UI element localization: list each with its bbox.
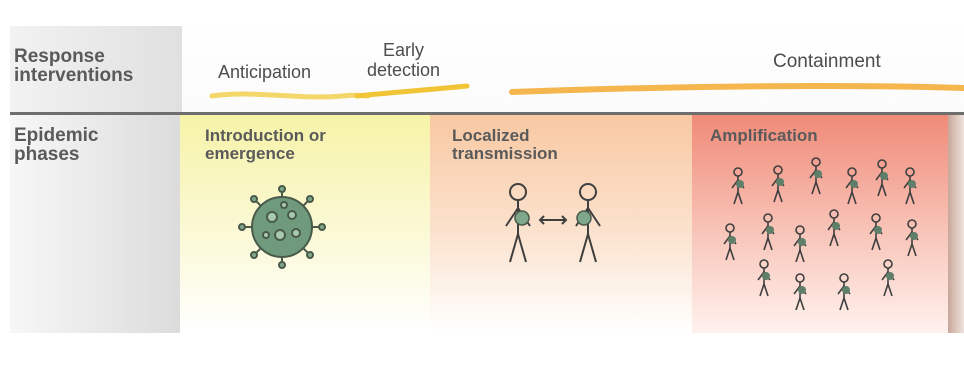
containment-label: Containment <box>773 51 881 72</box>
crowd-icon <box>723 157 919 311</box>
phase-localized-title: Localized transmission <box>452 126 558 163</box>
row-divider <box>10 112 964 115</box>
phase-localized-panel <box>430 115 692 333</box>
early-detection-label: Early detection <box>367 40 441 80</box>
phase-next-edge <box>948 115 964 333</box>
containment-stroke <box>509 82 964 95</box>
phases-label-panel <box>10 115 180 333</box>
early-detection-stroke <box>354 83 470 99</box>
phase-introduction-title: Introduction or emergence <box>205 126 326 163</box>
virus-icon <box>238 185 326 269</box>
response-interventions-label: Response interventions <box>14 46 134 86</box>
phase-amplification-panel <box>692 115 948 333</box>
intervention-strokes <box>209 82 964 100</box>
two-people-transmission-icon <box>505 183 601 263</box>
anticipation-label: Anticipation <box>218 62 312 82</box>
phase-amplification-title: Amplification <box>710 126 818 145</box>
epidemic-phases-label: Epidemic phases <box>14 125 99 165</box>
response-label-panel <box>10 26 182 112</box>
anticipation-stroke <box>209 91 371 100</box>
